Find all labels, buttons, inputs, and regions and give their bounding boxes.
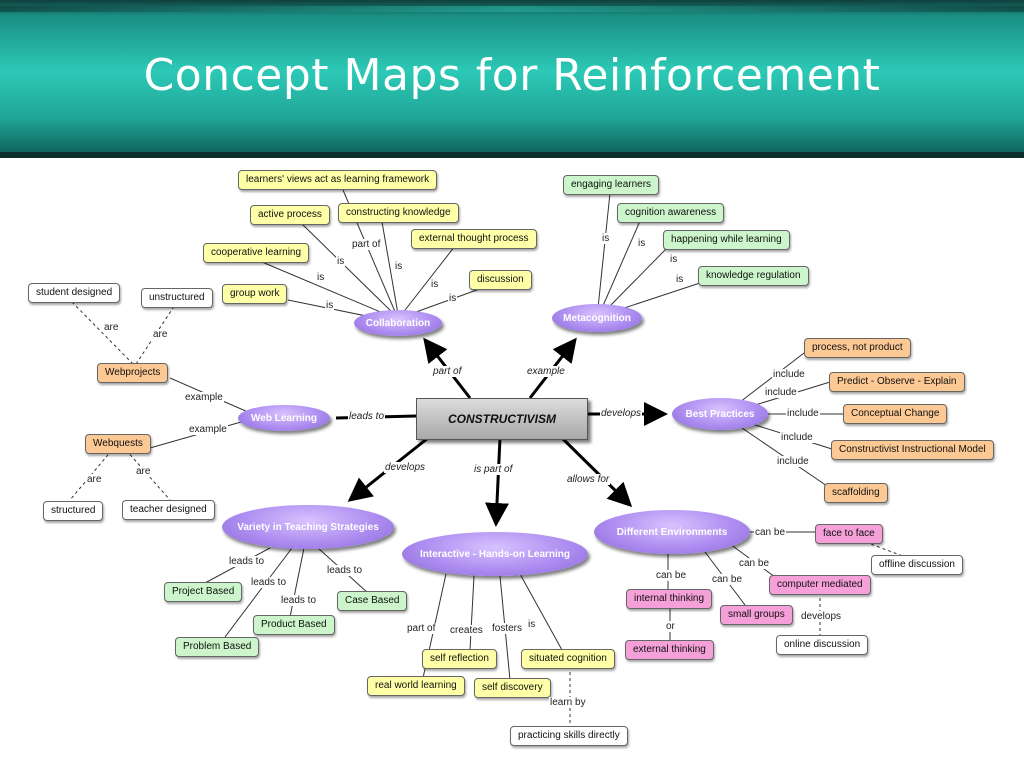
box-case-based: Case Based (337, 591, 408, 611)
box-scaffolding: scaffolding (824, 483, 888, 503)
box-cognition-awareness: cognition awareness (617, 203, 725, 223)
box-learners-views: learners' views act as learning framewor… (238, 170, 438, 190)
link-label-develops: develops (384, 462, 427, 473)
box-predict-observe-explain: Predict - Observe - Explain (829, 372, 965, 392)
box-happening-while-learning: happening while learning (663, 230, 790, 250)
link-label-leads-to: leads to (228, 556, 266, 567)
link-label-are: are (103, 322, 120, 333)
box-computer-mediated: computer mediated (769, 575, 871, 595)
box-knowledge-regulation: knowledge regulation (698, 266, 809, 286)
box-online-discussion: online discussion (776, 635, 869, 655)
link-label-example: example (184, 392, 224, 403)
box-structured: structured (43, 501, 104, 521)
link-label-can-be: can be (738, 558, 771, 569)
link-label-can-be: can be (711, 574, 744, 585)
link-label-include: include (772, 369, 806, 380)
slide-header (0, 0, 1024, 158)
link-label-or: or (665, 621, 676, 632)
box-webquests: Webquests (85, 434, 151, 454)
box-project-based: Project Based (164, 582, 243, 602)
link-label-leads-to: leads to (326, 565, 364, 576)
link-label-are: are (135, 466, 152, 477)
box-situated-cognition: situated cognition (521, 649, 615, 669)
link-label-is: is (675, 274, 685, 285)
link-label-is: is (394, 261, 404, 272)
box-conceptual-change: Conceptual Change (843, 404, 948, 424)
link-label-is: is (448, 293, 458, 304)
header-band (0, 6, 1024, 12)
link-label-develops: develops (600, 408, 643, 419)
box-real-world-learning: real world learning (367, 676, 465, 696)
box-practicing-skills: practicing skills directly (510, 726, 628, 746)
link-label-is: is (601, 233, 611, 244)
link-label-include: include (764, 387, 798, 398)
oval-collaboration: Collaboration (354, 310, 442, 336)
box-external-thinking: external thinking (625, 640, 714, 660)
box-constructing-knowledge: constructing knowledge (338, 203, 459, 223)
link-label-part-of: part of (406, 623, 437, 634)
link-label-is: is (325, 300, 335, 311)
link-label-is-part-of: is part of (473, 464, 514, 475)
link-label-is: is (336, 256, 346, 267)
link-label-learn-by: learn by (549, 697, 587, 708)
link-label-leads-to: leads to (280, 595, 318, 606)
box-active-process: active process (250, 205, 330, 225)
box-process-not-product: process, not product (804, 338, 911, 358)
box-cooperative-learning: cooperative learning (203, 243, 310, 263)
link-label-is: is (430, 279, 440, 290)
link-label-is: is (669, 254, 679, 265)
box-offline-discussion: offline discussion (871, 555, 963, 575)
link-label-is: is (637, 238, 647, 249)
oval-interactive-hands-on: Interactive - Hands-on Learning (402, 532, 588, 576)
oval-web-learning: Web Learning (238, 405, 330, 431)
box-student-designed: student designed (28, 283, 121, 303)
link-label-part-of: part of (351, 239, 382, 250)
box-engaging-learners: engaging learners (563, 175, 660, 195)
link-label-part-of: part of (432, 366, 463, 377)
box-unstructured: unstructured (141, 288, 213, 308)
link-label-include: include (786, 408, 820, 419)
link-label-fosters: fosters (491, 623, 524, 634)
link-label-include: include (780, 432, 814, 443)
link-label-can-be: can be (754, 527, 787, 538)
box-product-based: Product Based (253, 615, 335, 635)
header-bottom-rule (0, 152, 1024, 158)
link-label-are: are (152, 329, 169, 340)
link-label-include: include (776, 456, 810, 467)
oval-variety-teaching-strategies: Variety in Teaching Strategies (222, 505, 394, 549)
oval-best-practices: Best Practices (672, 398, 768, 430)
center-node-constructivism: CONSTRUCTIVISM (416, 398, 588, 440)
box-self-reflection: self reflection (422, 649, 497, 669)
link-label-are: are (86, 474, 103, 485)
box-external-thought: external thought process (411, 229, 537, 249)
box-teacher-designed: teacher designed (122, 500, 215, 520)
box-discussion: discussion (469, 270, 532, 290)
link-label-creates: creates (449, 625, 484, 636)
slide-title: Concept Maps for Reinforcement (143, 50, 881, 101)
link-label-leads-to: leads to (250, 577, 288, 588)
box-internal-thinking: internal thinking (626, 589, 713, 609)
link-label-allows-for: allows for (566, 474, 611, 485)
box-problem-based: Problem Based (175, 637, 260, 657)
oval-metacognition: Metacognition (552, 304, 642, 332)
box-small-groups: small groups (720, 605, 793, 625)
box-self-discovery: self discovery (474, 678, 551, 698)
link-label-example: example (526, 366, 566, 377)
link-label-is: is (316, 272, 326, 283)
box-constructivist-model: Constructivist Instructional Model (831, 440, 994, 460)
link-label-leads-to: leads to (348, 411, 386, 422)
box-webprojects: Webprojects (97, 363, 169, 383)
box-face-to-face: face to face (815, 524, 883, 544)
link-label-is: is (527, 619, 537, 630)
box-group-work: group work (222, 284, 288, 304)
link-label-develops: develops (800, 611, 843, 622)
oval-different-environments: Different Environments (594, 510, 750, 554)
link-label-example: example (188, 424, 228, 435)
link-label-can-be: can be (655, 570, 688, 581)
